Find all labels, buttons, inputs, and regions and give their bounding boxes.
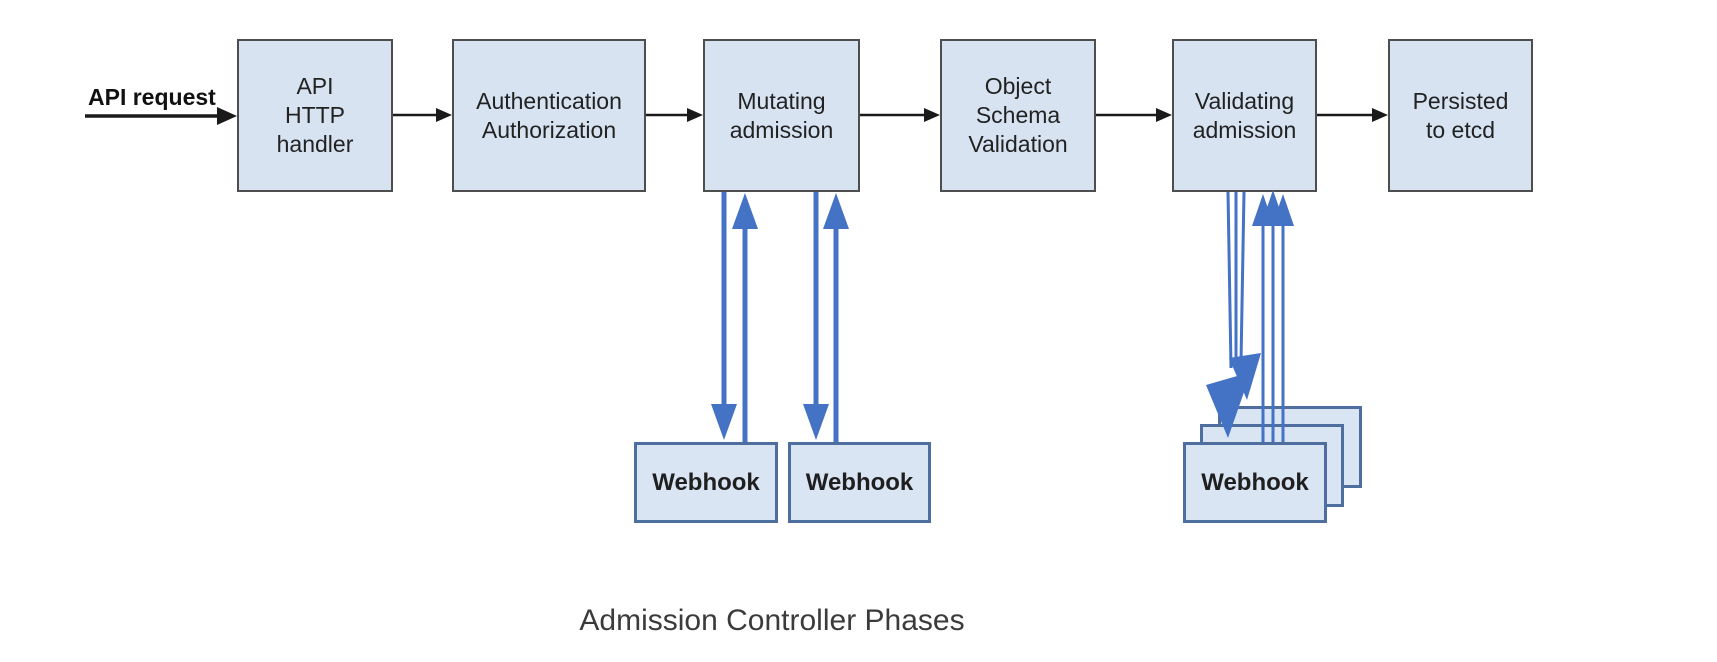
mutating-webhook-2-down-arrow <box>803 192 829 440</box>
phase-box-mutating-admission: Mutating admission <box>703 39 860 192</box>
phase-label: API HTTP handler <box>276 73 354 157</box>
mutating-webhook-2-up-arrow <box>823 193 849 442</box>
auth-to-mutating-arrow <box>646 108 703 122</box>
phase-box-object-schema-validation: Object Schema Validation <box>940 39 1096 192</box>
validating-to-etcd-arrow <box>1317 108 1388 122</box>
mutating-webhook-1-down-arrow <box>711 192 737 440</box>
phase-label: Validating admission <box>1192 87 1297 143</box>
webhook-label: Webhook <box>1201 468 1309 496</box>
phase-label: Object Schema Validation <box>968 73 1068 157</box>
phase-box-authentication-authorization: Authentication Authorization <box>452 39 646 192</box>
mutating-webhook-1-up-arrow <box>732 193 758 442</box>
validating-webhook-arrows <box>1206 190 1294 442</box>
phase-label: Mutating admission <box>729 87 834 143</box>
diagram-caption: Admission Controller Phases <box>579 604 965 637</box>
validating-webhook-up-arrows <box>1252 190 1294 442</box>
phase-label: Persisted to etcd <box>1412 87 1509 143</box>
phase-box-validating-admission: Validating admission <box>1172 39 1317 192</box>
webhook-label: Webhook <box>805 468 914 496</box>
api-request-label: API request <box>88 84 216 110</box>
mutating-webhook-arrows <box>711 192 849 442</box>
mutating-webhook-box-1: Webhook <box>634 442 778 523</box>
mutating-to-schema-arrow <box>860 108 940 122</box>
mutating-webhook-box-2: Webhook <box>788 442 931 523</box>
phase-box-api-http-handler: API HTTP handler <box>237 39 393 192</box>
phase-box-persisted-to-etcd: Persisted to etcd <box>1388 39 1533 192</box>
schema-to-validating-arrow <box>1096 108 1172 122</box>
validating-webhook-box-front: Webhook <box>1183 442 1327 523</box>
webhook-label: Webhook <box>652 468 760 496</box>
phase-label: Authentication Authorization <box>476 87 622 143</box>
handler-to-auth-arrow <box>393 108 452 122</box>
validating-webhook-down-arrows <box>1206 191 1261 438</box>
